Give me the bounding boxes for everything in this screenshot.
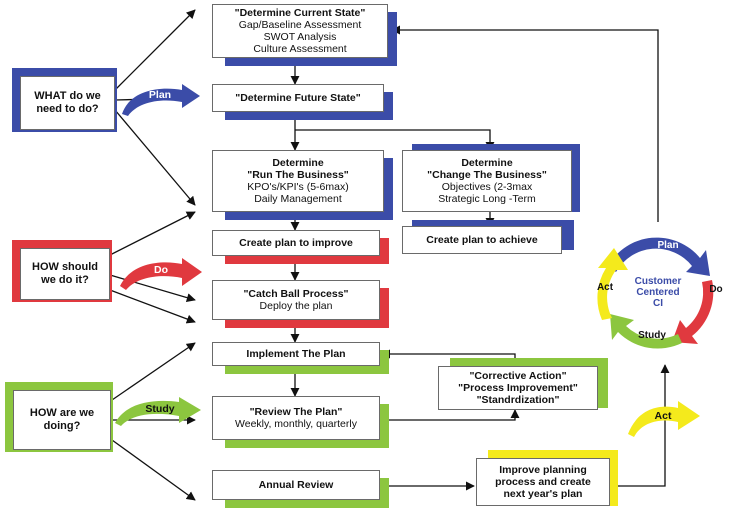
catch-ball-title: "Catch Ball Process"	[243, 288, 349, 300]
catch-ball-box: "Catch Ball Process" Deploy the plan	[212, 280, 380, 320]
connector-what-run	[114, 109, 196, 206]
cycle-act-label: Act	[596, 282, 614, 293]
how-doing-question-text: HOW are we doing?	[29, 407, 95, 432]
review-title: "Review The Plan"	[249, 406, 343, 418]
improve-planning-line-2: process and create	[495, 476, 591, 488]
change-business-title: "Change The Business"	[427, 169, 547, 181]
corrective-box: "Corrective Action" "Process Improvement…	[438, 366, 598, 410]
cycle-study-label: Study	[638, 330, 666, 341]
connector-how-plan	[109, 211, 196, 256]
run-business-line-1: Determine	[272, 157, 324, 169]
plan-improve-box: Create plan to improve	[212, 230, 380, 256]
plan-arrow-label: Plan	[148, 89, 172, 101]
implement-box: Implement The Plan	[212, 342, 380, 366]
change-business-box: Determine "Change The Business" Objectiv…	[402, 150, 572, 212]
improve-planning-line-3: next year's plan	[503, 488, 583, 500]
catch-ball-line-2: Deploy the plan	[259, 300, 333, 312]
cycle-center-line-2: Centered	[636, 287, 680, 298]
connector-doing-annual	[111, 439, 196, 501]
corrective-line-2: "Process Improvement"	[458, 382, 578, 394]
study-arrow-label: Study	[145, 403, 175, 415]
current-state-line-1: Gap/Baseline Assessment	[238, 19, 362, 31]
cycle-center-label: Customer Centered CI	[624, 276, 692, 309]
run-business-box: Determine "Run The Business" KPO's/KPI's…	[212, 150, 384, 212]
implement-text: Implement The Plan	[246, 348, 346, 360]
current-state-line-2: SWOT Analysis	[263, 31, 337, 43]
cycle-center-line-3: CI	[653, 298, 663, 309]
connector-doing-implement	[111, 342, 196, 401]
connector-cycle-current	[391, 25, 659, 222]
future-state-title: "Determine Future State"	[235, 92, 361, 104]
plan-achieve-text: Create plan to achieve	[426, 234, 538, 246]
cycle-plan-label: Plan	[657, 240, 679, 251]
review-box: "Review The Plan" Weekly, monthly, quart…	[212, 396, 380, 440]
current-state-title: "Determine Current State"	[234, 7, 366, 19]
how-should-question-text: HOW should we do it?	[32, 261, 98, 286]
how-doing-question-box: HOW are we doing?	[13, 390, 111, 450]
run-business-title: "Run The Business"	[247, 169, 349, 181]
cycle-center-line-1: Customer	[634, 276, 682, 287]
plan-achieve-box: Create plan to achieve	[402, 226, 562, 254]
connector-future-change	[295, 129, 495, 151]
current-state-box: "Determine Current State" Gap/Baseline A…	[212, 4, 388, 58]
plan-arrow-icon	[122, 84, 200, 116]
what-question-box: WHAT do we need to do?	[20, 76, 115, 130]
plan-improve-text: Create plan to improve	[239, 237, 353, 249]
connector-review-corrective	[378, 409, 520, 421]
connector-improve-cycle	[612, 364, 670, 487]
improve-planning-line-1: Improve planning	[499, 464, 587, 476]
change-business-line-4: Strategic Long -Term	[438, 193, 536, 205]
do-arrow-icon	[120, 258, 202, 290]
annual-text: Annual Review	[258, 479, 334, 491]
corrective-line-3: "Standrdization"	[476, 394, 560, 406]
act-arrow-label: Act	[654, 410, 672, 422]
run-business-line-3: KPO's/KPI's (5-6max)	[247, 181, 349, 193]
change-business-line-3: Objectives (2-3max	[441, 181, 533, 193]
how-should-question-box: HOW should we do it?	[20, 248, 110, 300]
corrective-line-1: "Corrective Action"	[469, 370, 567, 382]
act-arrow-icon	[628, 401, 700, 437]
what-question-text: WHAT do we need to do?	[34, 90, 101, 115]
connector-how-catch	[109, 274, 196, 303]
run-business-line-4: Daily Management	[254, 193, 342, 205]
pdsa-cycle-icon	[597, 237, 714, 349]
future-state-box: "Determine Future State"	[212, 84, 384, 112]
connector-what-current	[114, 9, 196, 91]
current-state-line-3: Culture Assessment	[253, 43, 347, 55]
improve-planning-box: Improve planning process and create next…	[476, 458, 610, 506]
cycle-do-label: Do	[709, 284, 723, 295]
annual-box: Annual Review	[212, 470, 380, 500]
change-business-line-1: Determine	[461, 157, 513, 169]
do-arrow-label: Do	[154, 264, 168, 276]
connector-how-catch-2	[109, 289, 196, 324]
study-arrow-icon	[115, 397, 201, 426]
review-line-2: Weekly, monthly, quarterly	[235, 418, 357, 430]
